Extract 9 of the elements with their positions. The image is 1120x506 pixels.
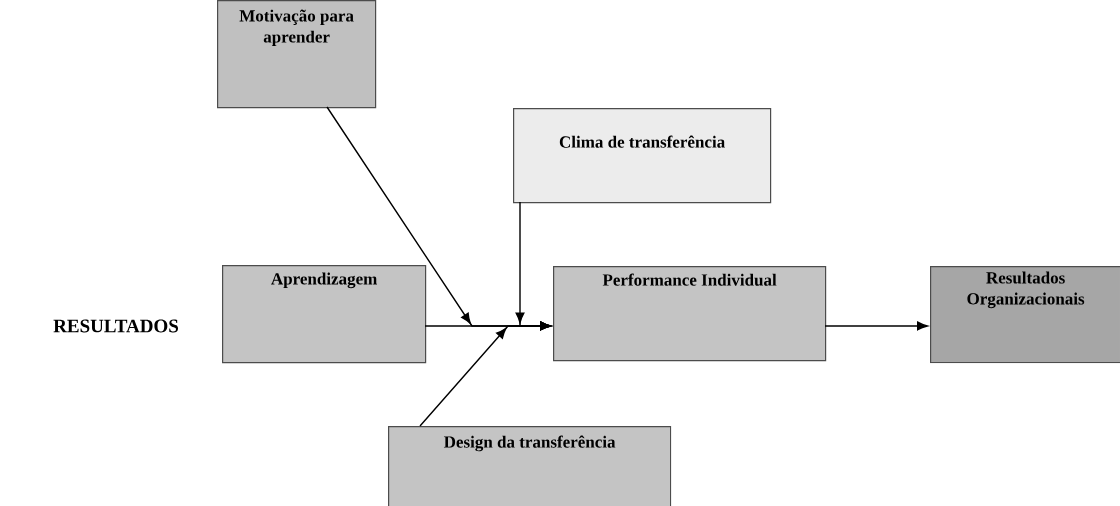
process-box: Motivação para aprender xyxy=(217,0,377,109)
arrow xyxy=(419,321,551,427)
process-box: Design da transferência xyxy=(388,426,672,506)
process-box: Aprendizagem xyxy=(222,265,427,364)
row-label: RESULTADOS xyxy=(53,319,178,333)
process-box: Resultados Organizacionais xyxy=(930,266,1120,364)
process-box: Clima de transferência xyxy=(513,108,772,204)
arrow xyxy=(824,321,928,331)
process-box: Performance Individual xyxy=(553,266,827,362)
